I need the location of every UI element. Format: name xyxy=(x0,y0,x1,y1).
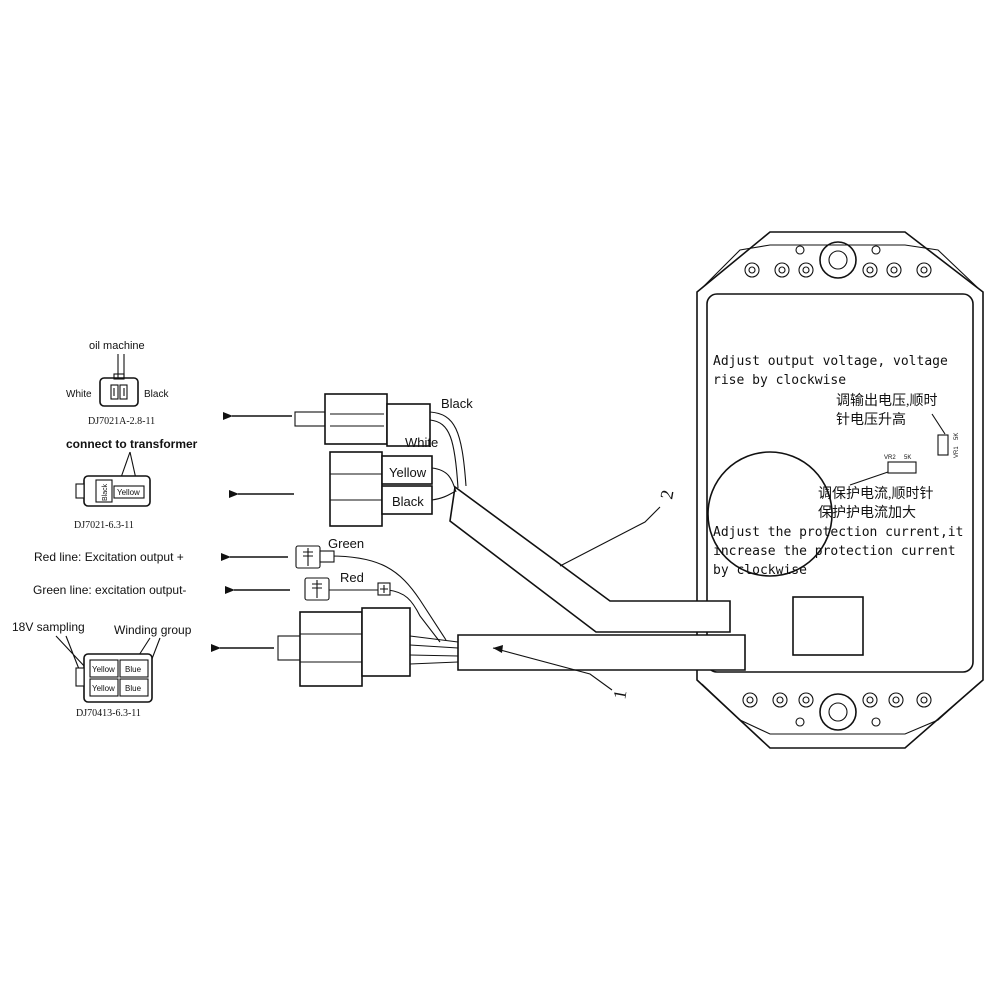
oil-machine-right-pin: Black xyxy=(144,389,169,400)
bottom-mounting-holes xyxy=(742,692,932,731)
wire-red xyxy=(387,589,441,643)
vr2-label: VR2 xyxy=(884,455,896,461)
wire-yellow xyxy=(431,467,457,493)
winding-part-no: DJ70413-6.3-11 xyxy=(76,708,141,719)
winding-pin-1: Yellow xyxy=(92,665,115,674)
winding-left-title: 18V sampling xyxy=(12,620,85,634)
vr1-pointer xyxy=(931,413,946,435)
red-line-label: Red line: Excitation output + xyxy=(34,550,184,564)
vr2-potentiometer[interactable] xyxy=(887,461,917,474)
wire-winding-4 xyxy=(409,661,459,665)
harness-connector-transformer xyxy=(329,451,433,527)
wire-winding-2 xyxy=(409,644,459,649)
transformer-pin-bottom: Yellow xyxy=(117,488,140,497)
harness-terminal-green xyxy=(295,545,335,569)
bottom-mounting-bracket xyxy=(701,683,979,735)
regulator-board: Adjust output voltage, voltage rise by c… xyxy=(696,231,984,749)
wire-white xyxy=(429,419,459,489)
wire-label-green: Green xyxy=(328,536,364,551)
wire-label-red: Red xyxy=(340,570,364,585)
oil-machine-part-no: DJ7021A-2.8-11 xyxy=(88,416,155,427)
wire-label-black-top: Black xyxy=(441,396,473,411)
harness-connector-winding xyxy=(277,607,411,687)
connector-transformer: connect to transformer Black Yellow DJ70… xyxy=(66,437,198,531)
wire-green xyxy=(329,555,447,641)
wire-label-white: White xyxy=(405,435,438,450)
current-instruction-cn-2: 保护护电流加大 xyxy=(818,505,916,521)
callout-2-leader xyxy=(559,506,661,567)
winding-pin-3: Yellow xyxy=(92,684,115,693)
connector-winding-group: 18V sampling Winding group Yellow Blue Y… xyxy=(12,620,192,719)
oil-machine-left-pin: White xyxy=(66,389,92,400)
oil-machine-title: oil machine xyxy=(89,340,145,352)
transformer-title: connect to transformer xyxy=(66,437,198,451)
current-instruction-en-2: increase the protection current xyxy=(713,544,956,559)
current-instruction-en-3: by clockwise xyxy=(713,563,807,578)
wire-winding-1 xyxy=(409,635,459,643)
vr2-value: 5K xyxy=(904,455,911,461)
callout-1-leader xyxy=(492,647,613,691)
wire-label-black-bottom: Black xyxy=(392,494,424,509)
current-instruction-en-1: Adjust the protection current,it xyxy=(713,525,963,540)
callout-2-label: 2 xyxy=(656,488,677,500)
connector-oil-machine: oil machine White Black DJ7021A-2.8-11 xyxy=(66,340,169,427)
transformer-pin-top: Black xyxy=(102,483,109,501)
callout-1-label: 1 xyxy=(609,688,630,700)
green-line-label: Green line: excitation output- xyxy=(33,583,186,597)
cables: 1 2 xyxy=(329,411,746,701)
cable-2-sheath xyxy=(449,485,731,633)
winding-pin-4: Blue xyxy=(125,684,142,693)
vr1-value: 5K xyxy=(954,433,960,440)
wire-black-top xyxy=(429,411,467,487)
cable-1-sheath xyxy=(457,634,746,671)
harness-terminal-red xyxy=(304,577,391,601)
board-large-circle xyxy=(707,451,833,577)
voltage-instruction-cn-2: 针电压升高 xyxy=(836,411,906,428)
output-arrows xyxy=(211,412,294,652)
voltage-instruction-en-2: rise by clockwise xyxy=(713,373,846,388)
top-mounting-holes xyxy=(744,241,932,279)
current-instruction-cn-1: 调保护电流,顺时针 xyxy=(818,486,934,502)
vr2-pointer xyxy=(849,471,889,486)
vr1-potentiometer[interactable] xyxy=(937,434,949,456)
wire-winding-3 xyxy=(409,654,459,657)
winding-pin-2: Blue xyxy=(125,665,142,674)
top-mounting-bracket xyxy=(701,244,979,289)
transformer-part-no: DJ7021-6.3-11 xyxy=(74,520,134,531)
harness-connectors: Black White Yellow Black Green Red xyxy=(277,393,473,687)
wire-black-bottom xyxy=(431,491,455,501)
vr1-label: VR1 xyxy=(954,446,960,458)
board-square-component xyxy=(792,596,864,656)
winding-right-title: Winding group xyxy=(114,623,192,637)
harness-connector-oil-machine xyxy=(294,393,431,447)
voltage-instruction-en-1: Adjust output voltage, voltage xyxy=(713,354,948,369)
voltage-instruction-cn-1: 调输出电压,顺时 xyxy=(836,393,938,409)
wire-label-yellow: Yellow xyxy=(389,465,427,480)
board-panel xyxy=(706,293,974,673)
